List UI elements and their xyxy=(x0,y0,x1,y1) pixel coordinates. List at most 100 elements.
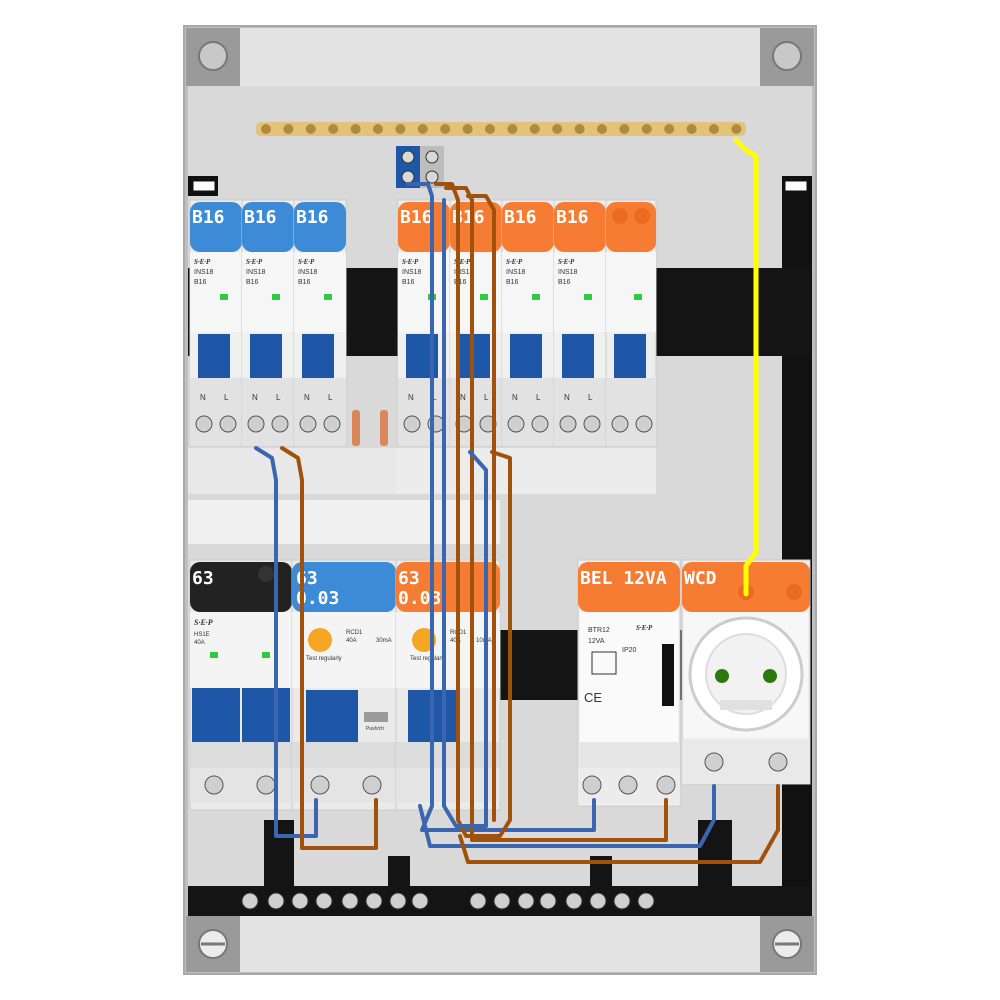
terminal-screw xyxy=(365,892,383,910)
terminal-screw xyxy=(539,892,557,910)
terminal-letter: N xyxy=(200,393,206,402)
busbar-screw xyxy=(664,124,675,134)
terminal-screw xyxy=(637,892,655,910)
terminal-screw xyxy=(271,415,289,433)
busbar-screw xyxy=(417,124,428,134)
main-switch-model: HS1E xyxy=(194,632,210,638)
terminal-letter: L xyxy=(432,393,437,402)
terminal-screw xyxy=(291,892,309,910)
rcd-orange-sensitivity: 10mA xyxy=(476,638,492,644)
terminal-screw xyxy=(389,892,407,910)
terminal-letter: N xyxy=(460,393,466,402)
rcd-orange-label-1: 63 xyxy=(398,568,420,589)
terminal-screw xyxy=(583,415,601,433)
busbar-screw xyxy=(641,124,652,134)
wiring xyxy=(254,137,780,864)
breaker-model: INS18 xyxy=(402,269,422,276)
terminal-letter: L xyxy=(588,393,593,402)
bell-label: BEL 12VA xyxy=(580,568,667,589)
main-switch-label: 63 xyxy=(192,568,214,589)
terminal-rail-bottom xyxy=(188,820,812,916)
terminal-screw xyxy=(493,892,511,910)
rcd-blue-push-text: Push/ch xyxy=(366,726,384,732)
breaker-model: INS18 xyxy=(298,269,318,276)
busbar-screw xyxy=(462,124,473,134)
neutral-connector-block xyxy=(396,146,444,188)
breaker-cap xyxy=(242,202,294,252)
breaker-model: INS18 xyxy=(506,269,526,276)
terminal-letter: N xyxy=(408,393,414,402)
breaker-model: INS18 xyxy=(558,269,578,276)
terminal-screw xyxy=(299,415,317,433)
terminal-letter: L xyxy=(484,393,489,402)
busbar-screw xyxy=(350,124,361,134)
terminal-letter: L xyxy=(328,393,333,402)
breaker-brand: S·E·P xyxy=(402,258,419,266)
brand-text: S·E·P xyxy=(194,618,213,627)
breaker-brand: S·E·P xyxy=(246,258,263,266)
rcd-orange-rating: 40A xyxy=(450,638,461,644)
breaker-rating: B16 xyxy=(454,279,467,286)
busbar-screw xyxy=(731,124,742,134)
wire-blue-4 xyxy=(418,784,716,848)
socket-outlet: WCD xyxy=(681,559,811,785)
bell-transformer: BEL 12VA BTR12 12VA IP20 S·E·P CE xyxy=(577,559,681,807)
terminal-screw xyxy=(195,415,213,433)
breaker-cap xyxy=(294,202,346,252)
breaker-lever[interactable] xyxy=(198,334,230,378)
wire-blue-3 xyxy=(442,198,488,828)
breaker-brand: S·E·P xyxy=(298,258,315,266)
busbar-screw xyxy=(619,124,630,134)
breaker-lever[interactable] xyxy=(510,334,542,378)
terminal-screw xyxy=(613,892,631,910)
terminal-screw xyxy=(219,415,237,433)
breaker-rating: B16 xyxy=(194,279,207,286)
terminal-letter: N xyxy=(512,393,518,402)
wire-blue-1 xyxy=(254,446,318,838)
busbar-screw xyxy=(552,124,563,134)
terminal-screw xyxy=(403,415,421,433)
breaker-rating: B16 xyxy=(558,279,571,286)
wire-brown-5 xyxy=(466,194,496,822)
rcd-blue-test-text: Test regularly xyxy=(306,656,342,662)
breaker-lever[interactable] xyxy=(250,334,282,378)
busbar-screw xyxy=(597,124,607,134)
wire-brown-4 xyxy=(458,784,780,864)
rcd-blue: 63 0.03 RCD1 40A 30mA Test regularly Pus… xyxy=(291,559,397,811)
breaker-label: B16 xyxy=(296,207,329,228)
busbar-screw xyxy=(440,124,451,134)
main-switch-rating: 40A xyxy=(194,640,205,646)
breaker-model: INS18 xyxy=(194,269,214,276)
breaker-cap xyxy=(502,202,554,252)
breaker-label: B16 xyxy=(556,207,589,228)
breaker-label: B16 xyxy=(400,207,433,228)
rcd-blue-rating: 40A xyxy=(346,638,357,644)
terminal-screw xyxy=(315,892,333,910)
orange-blank-module xyxy=(605,199,657,447)
rcd-blue-label-1: 63 xyxy=(296,568,318,589)
earth-wire xyxy=(733,137,759,597)
breaker-cap xyxy=(554,202,606,252)
slot-marker-left xyxy=(190,178,218,194)
breaker-lever[interactable] xyxy=(302,334,334,378)
breaker-model: INS18 xyxy=(454,269,474,276)
breaker-rating: B16 xyxy=(298,279,311,286)
breaker-label: B16 xyxy=(192,207,225,228)
breaker-lever[interactable] xyxy=(562,334,594,378)
rcd-orange-label-2: 0.03 xyxy=(398,588,441,609)
busbar-screw xyxy=(328,124,339,134)
breaker-cap xyxy=(190,202,242,252)
wire-brown-3 xyxy=(444,186,668,842)
busbar-screw xyxy=(261,124,271,134)
breaker-rating: B16 xyxy=(506,279,519,286)
bell-ip: IP20 xyxy=(622,647,637,654)
breaker-brand: S·E·P xyxy=(194,258,211,266)
breaker-label: B16 xyxy=(244,207,277,228)
busbar-screw xyxy=(373,124,383,134)
breaker-brand: S·E·P xyxy=(558,258,575,266)
wire-blue-2 xyxy=(406,182,596,832)
